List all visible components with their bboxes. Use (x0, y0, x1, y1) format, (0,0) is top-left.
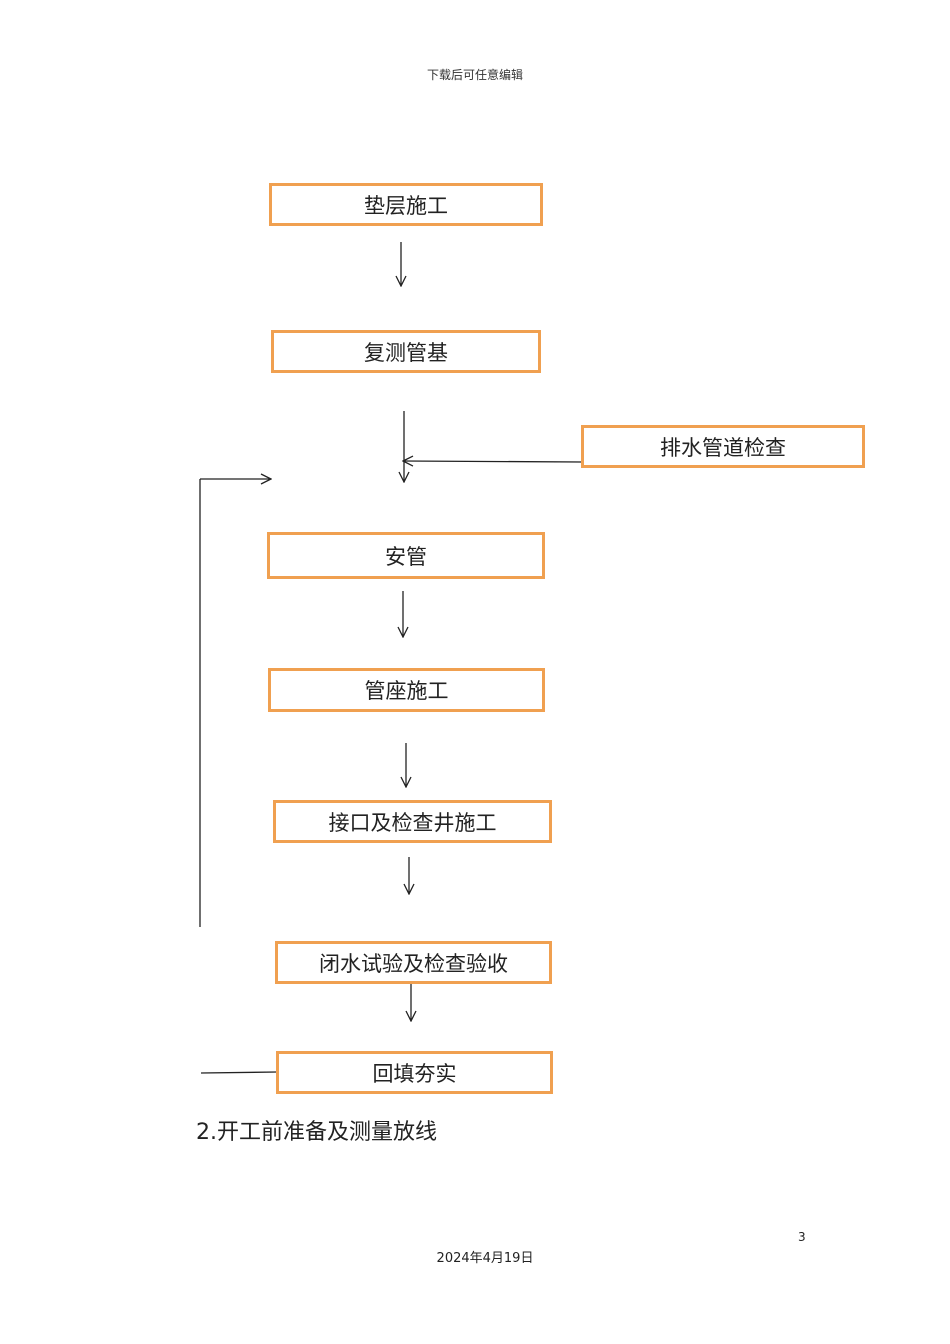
backfill-left-stub (200, 1071, 278, 1074)
step-test: 闭水试验及检查验收 (275, 941, 552, 984)
step-install: 安管 (267, 532, 545, 579)
page-number: 3 (798, 1230, 806, 1244)
footer-date: 2024年4月19日 (436, 1251, 534, 1266)
step-recheck: 复测管基 (271, 330, 541, 373)
step-joint: 接口及检查井施工 (273, 800, 552, 843)
arrow-pipe-check-in (403, 461, 583, 462)
step-base: 管座施工 (268, 668, 545, 712)
section-title: 2.开工前准备及测量放线 (196, 1120, 437, 1145)
step-pipe-check: 排水管道检查 (581, 425, 865, 468)
step-cushion: 垫层施工 (269, 183, 543, 226)
step-backfill: 回填夯实 (276, 1051, 553, 1094)
header-note: 下载后可任意编辑 (426, 68, 523, 82)
